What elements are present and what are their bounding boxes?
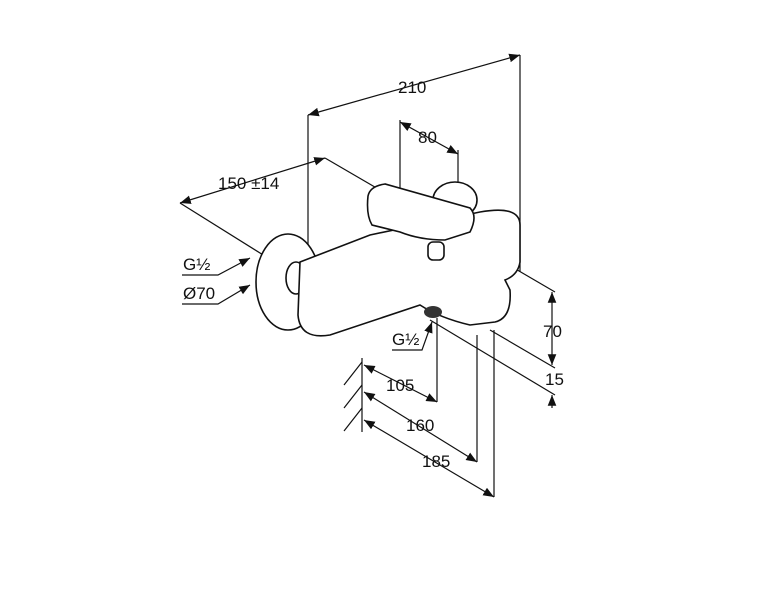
dim-spout-projection-2: 185 — [422, 452, 450, 471]
dim-spout-height: 15 — [545, 370, 564, 389]
dim-plate-diameter: Ø70 — [183, 284, 215, 303]
diverter-knob — [427, 241, 445, 261]
dim-outlet-thread: G½ — [392, 330, 419, 349]
dim-height: 70 — [543, 322, 562, 341]
mixer-drawing — [255, 181, 521, 337]
lever-handle — [366, 183, 475, 241]
dim-spout-projection-1: 160 — [406, 416, 434, 435]
dim-inlet-thread: G½ — [183, 255, 210, 274]
dim-handle-width: 80 — [418, 128, 437, 147]
dim-outlet-projection: 105 — [386, 376, 414, 395]
dimension-lines — [179, 53, 557, 498]
mixer-body — [297, 209, 521, 337]
dim-overall-width: 210 — [398, 78, 426, 97]
wall-hatch — [343, 358, 363, 432]
outlet-thread — [424, 306, 442, 318]
dim-wall-offset: 150 ±14 — [218, 174, 279, 193]
